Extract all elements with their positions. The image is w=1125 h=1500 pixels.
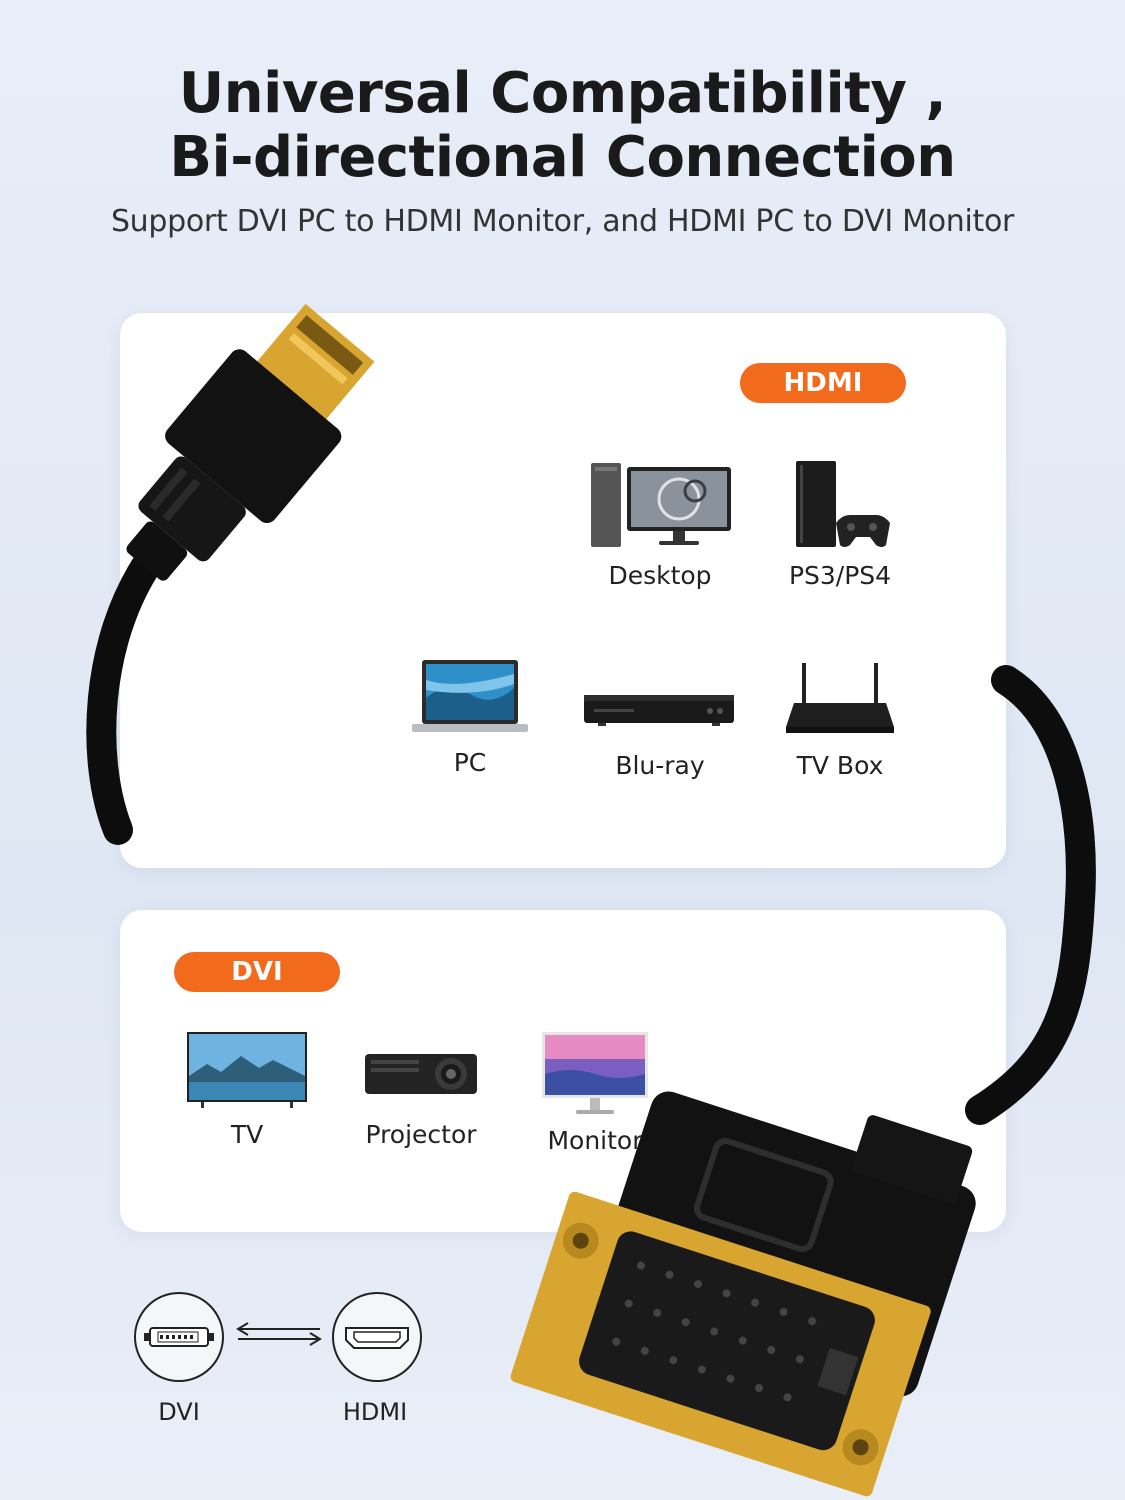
device-label: PC: [453, 748, 487, 777]
device-label: TV Box: [796, 751, 884, 780]
page-subtitle: Support DVI PC to HDMI Monitor, and HDMI…: [110, 204, 1015, 239]
bluray-player-icon: [584, 695, 734, 726]
device-label: Monitor: [547, 1126, 643, 1155]
conversion-right-label: HDMI: [342, 1398, 408, 1426]
projector-icon: [365, 1054, 477, 1094]
laptop-icon: [412, 660, 528, 732]
hdmi-connector: [126, 303, 375, 581]
device-monitor: Monitor: [525, 1030, 665, 1155]
device-label: Blu-ray: [615, 751, 705, 780]
dvi-port-icon: [144, 1327, 214, 1347]
hdmi-badge: HDMI: [740, 363, 906, 403]
device-label: Desktop: [608, 561, 712, 590]
device-tv-box: TV Box: [770, 661, 910, 780]
title-line-2: Bi-directional Connection: [169, 125, 956, 190]
device-ps3-ps4: PS3/PS4: [770, 461, 910, 590]
device-tv: TV: [172, 1030, 322, 1149]
dvi-badge: DVI: [174, 952, 340, 992]
device-bluray: Blu-ray: [570, 671, 750, 780]
device-projector: Projector: [350, 1040, 492, 1149]
device-label: TV: [230, 1120, 264, 1149]
conversion-left-label: DVI: [158, 1398, 200, 1426]
monitor-icon: [542, 1032, 648, 1114]
bidirectional-arrow-icon: [236, 1322, 322, 1346]
game-console-icon: [796, 461, 890, 547]
tv-icon: [187, 1032, 307, 1108]
dvi-port-circle: [134, 1292, 224, 1382]
device-desktop: Desktop: [582, 461, 738, 590]
hdmi-port-icon: [345, 1327, 409, 1349]
hdmi-port-circle: [332, 1292, 422, 1382]
title-line-1: Universal Compatibility ,: [178, 61, 947, 126]
device-label: Projector: [365, 1120, 477, 1149]
device-label: PS3/PS4: [788, 561, 892, 590]
tv-box-router-icon: [786, 663, 894, 733]
device-pc: PC: [400, 658, 540, 777]
page-title: Universal Compatibility , Bi-directional…: [0, 62, 1125, 190]
dvi-connector: [510, 1091, 976, 1497]
desktop-computer-icon: [591, 463, 731, 547]
